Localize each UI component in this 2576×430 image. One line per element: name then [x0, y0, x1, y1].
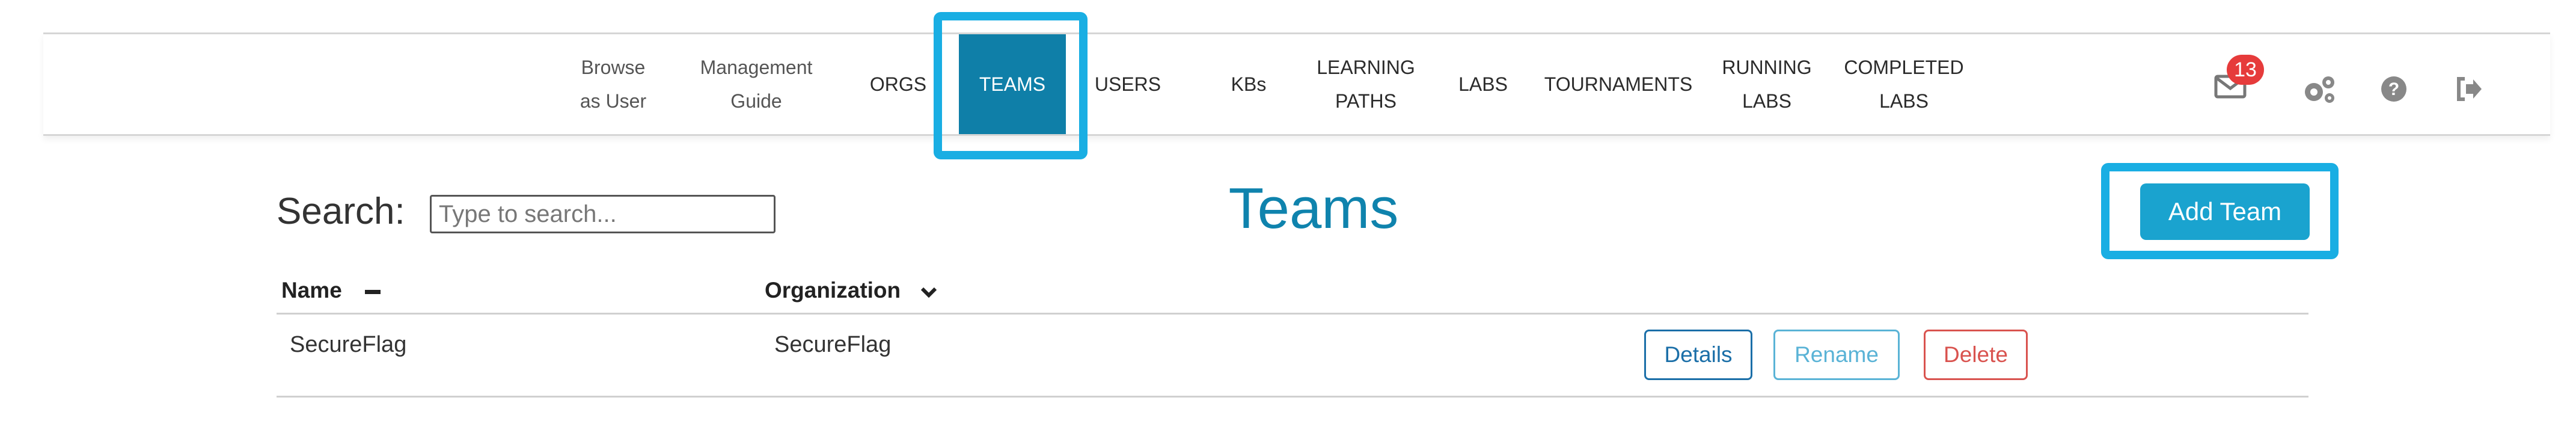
column-header-organization[interactable]: Organization: [765, 278, 938, 304]
search-label: Search:: [277, 191, 405, 232]
teams-nav-highlight: [934, 12, 1088, 159]
nav-users[interactable]: USERS: [1080, 34, 1176, 134]
nav-label-line1: Browse: [581, 57, 646, 78]
nav-labs[interactable]: LABS: [1447, 34, 1519, 134]
add-team-button[interactable]: Add Team: [2140, 183, 2310, 240]
nav-label-line1: COMPLETED: [1844, 57, 1964, 78]
sort-none-icon: [365, 289, 381, 294]
nav-label: TOURNAMENTS: [1544, 73, 1693, 95]
nav-teams[interactable]: TEAMS: [959, 34, 1066, 134]
nav-label-line2: LABS: [1879, 90, 1929, 112]
cell-organization: SecureFlag: [774, 332, 892, 357]
nav-tournaments[interactable]: TOURNAMENTS: [1540, 34, 1696, 134]
nav-label: LABS: [1458, 73, 1508, 95]
column-header-name-label: Name: [281, 278, 342, 303]
nav-browse-as-user[interactable]: Browse as User: [565, 34, 661, 134]
top-nav: Browse as User Management Guide ORGS TEA…: [43, 32, 2550, 136]
nav-label-line1: RUNNING: [1722, 57, 1812, 78]
notification-badge: 13: [2227, 55, 2264, 85]
nav-label-line2: Guide: [730, 90, 782, 112]
nav-label-line1: Management: [700, 57, 813, 78]
nav-completed-labs[interactable]: COMPLETED LABS: [1835, 34, 1973, 134]
details-button[interactable]: Details: [1644, 330, 1752, 380]
nav-running-labs[interactable]: RUNNING LABS: [1716, 34, 1818, 134]
cell-team-name: SecureFlag: [290, 332, 407, 357]
nav-label: ORGS: [869, 73, 927, 95]
settings-gears-icon[interactable]: [2301, 73, 2339, 105]
page-title: Teams: [1228, 176, 1399, 241]
logout-icon[interactable]: [2454, 74, 2484, 104]
column-header-organization-label: Organization: [765, 278, 901, 303]
table-header-divider: [277, 313, 2308, 315]
nav-kbs[interactable]: KBs: [1216, 34, 1282, 134]
delete-button[interactable]: Delete: [1924, 330, 2028, 380]
nav-label: KBs: [1231, 73, 1267, 95]
nav-label: USERS: [1094, 73, 1161, 95]
table-row-divider: [277, 396, 2308, 398]
nav-label-line1: LEARNING: [1317, 57, 1415, 78]
nav-label-line2: PATHS: [1335, 90, 1397, 112]
chevron-down-icon: [920, 279, 938, 304]
column-header-name[interactable]: Name: [281, 278, 381, 303]
nav-label-line2: LABS: [1742, 90, 1791, 112]
nav-learning-paths[interactable]: LEARNING PATHS: [1306, 34, 1426, 134]
search-input[interactable]: [430, 195, 776, 233]
nav-label-line2: as User: [580, 90, 647, 112]
nav-orgs[interactable]: ORGS: [856, 34, 940, 134]
svg-text:?: ?: [2388, 79, 2399, 99]
rename-button[interactable]: Rename: [1773, 330, 1900, 380]
help-icon[interactable]: ?: [2379, 74, 2409, 104]
nav-management-guide[interactable]: Management Guide: [684, 34, 828, 134]
add-team-highlight: [2101, 163, 2339, 259]
nav-label: TEAMS: [979, 73, 1046, 95]
